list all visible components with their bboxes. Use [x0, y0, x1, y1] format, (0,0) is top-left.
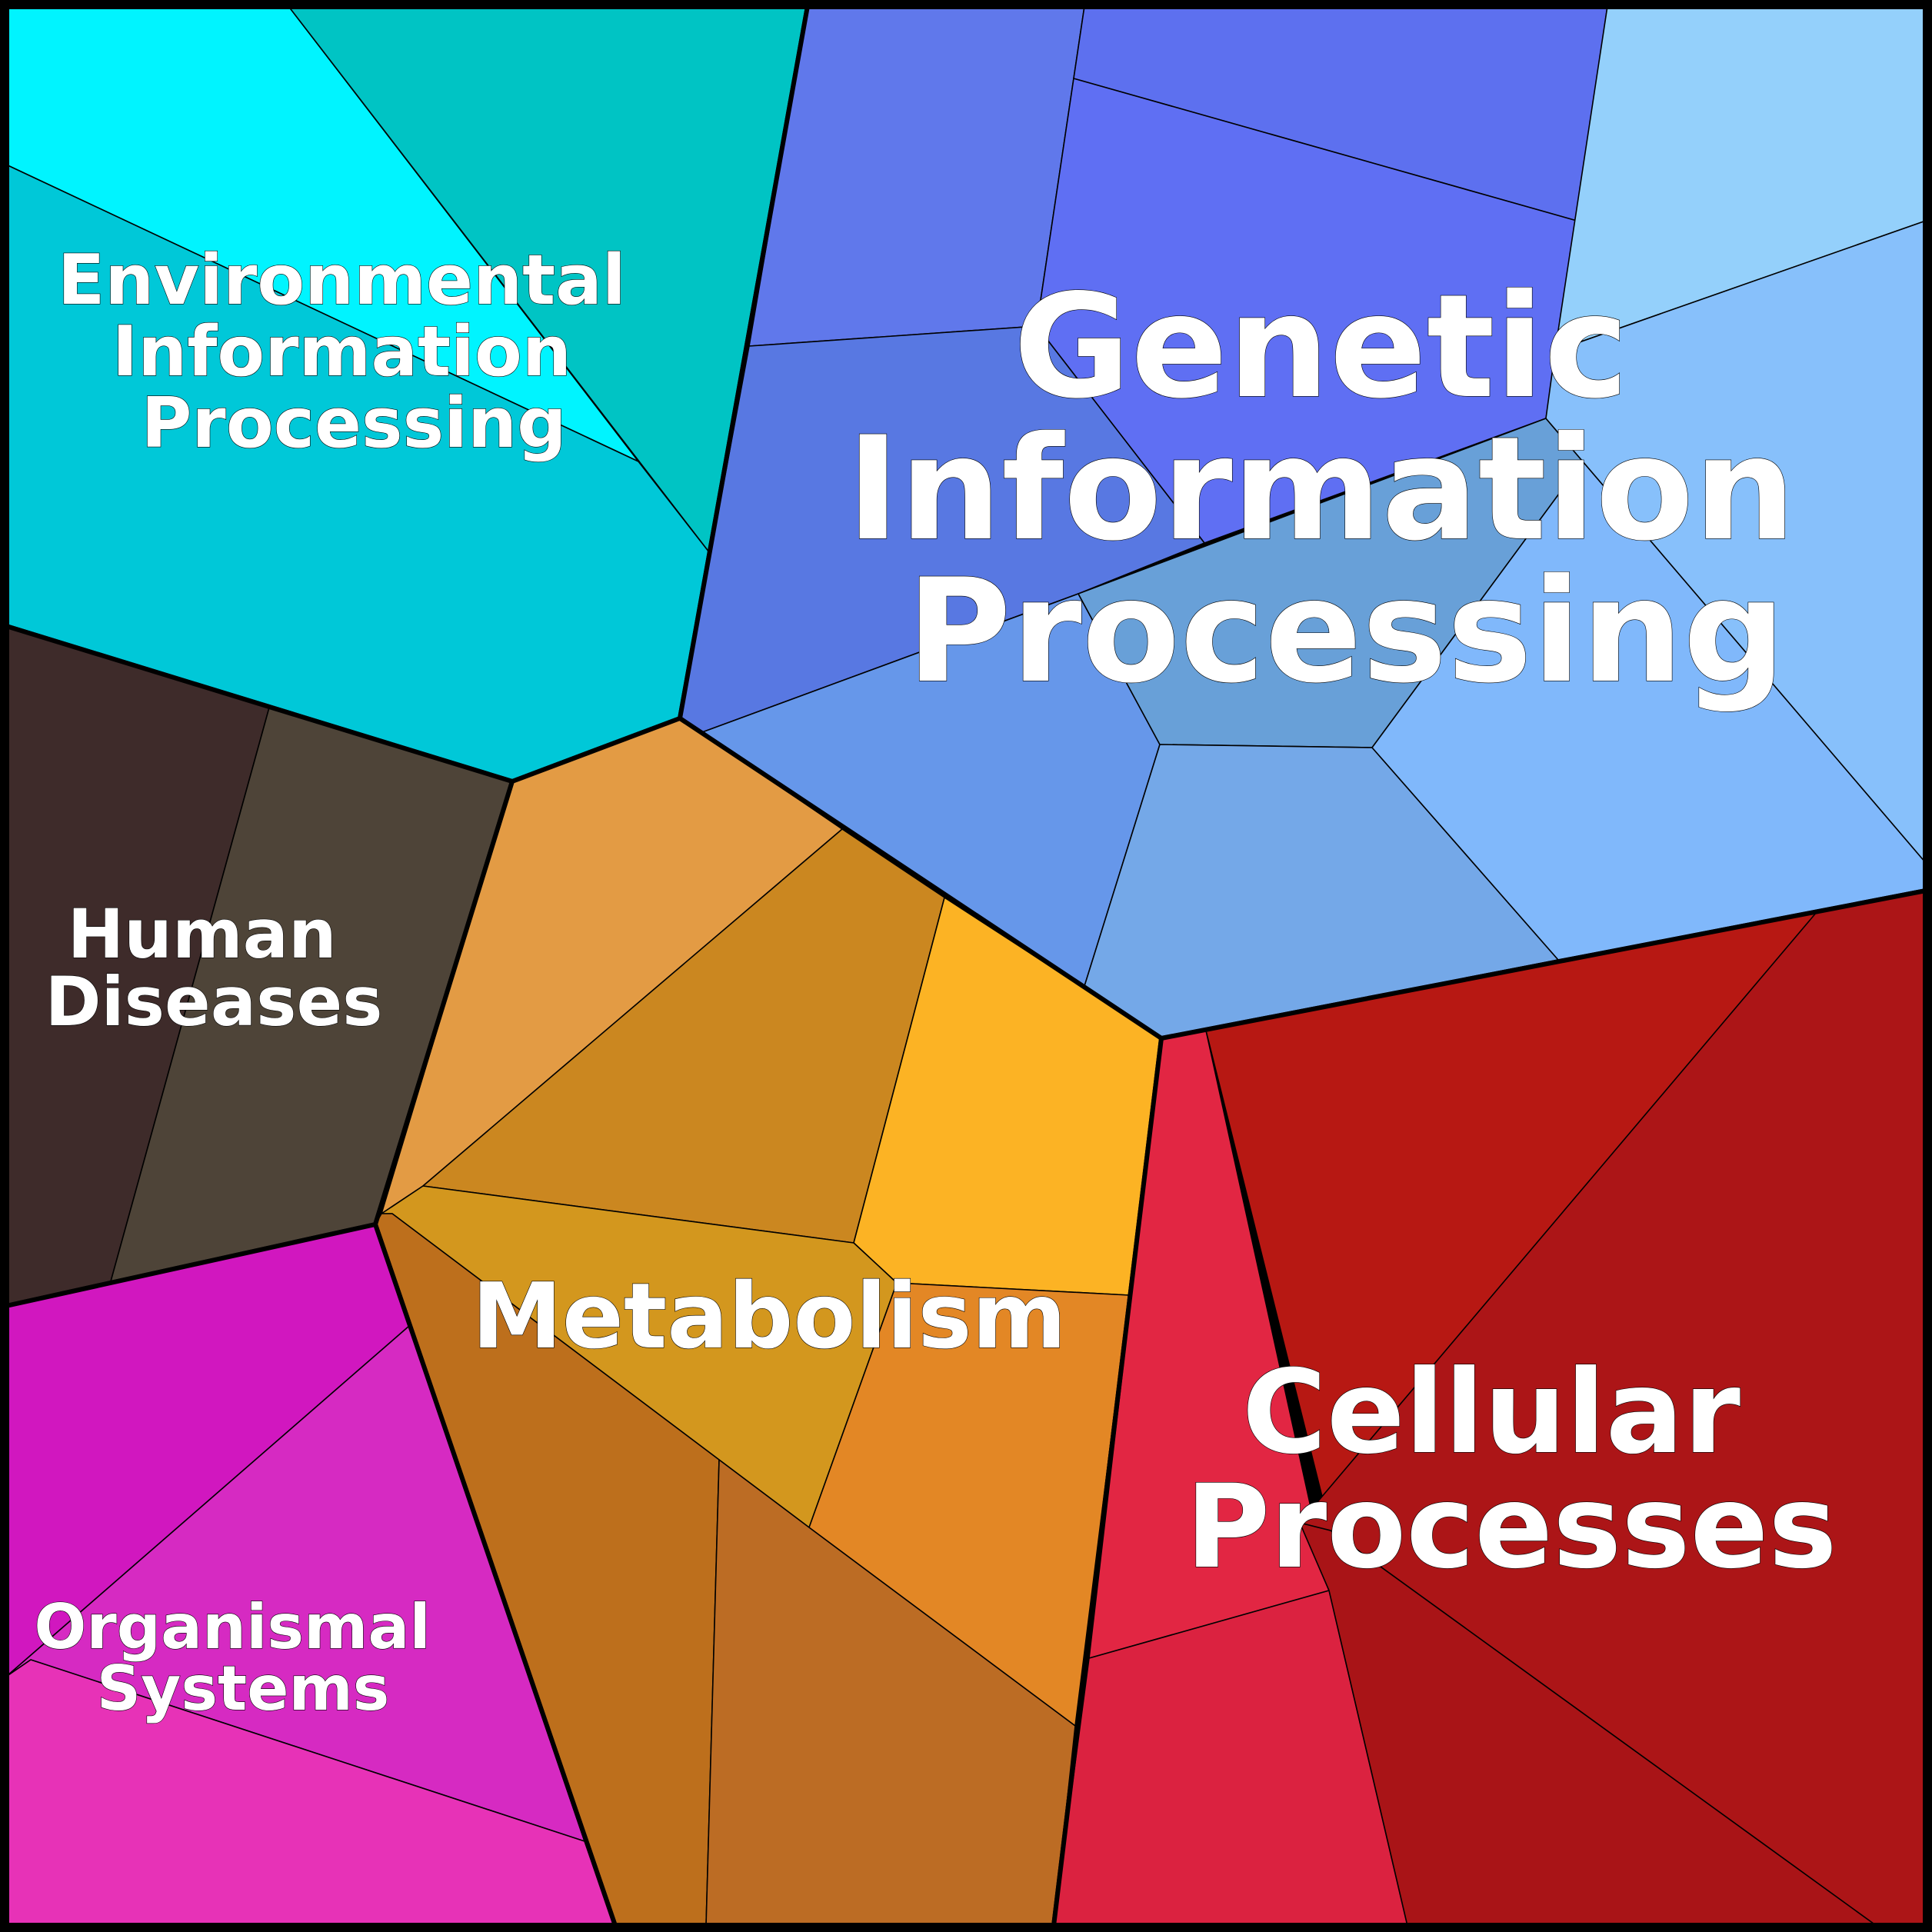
- label-cellular-processes: Cellular Processes: [1185, 1346, 1837, 1594]
- label-line: Systems: [97, 1653, 390, 1724]
- label-line: Human: [68, 894, 337, 974]
- label-line: Metabolism: [471, 1263, 1066, 1369]
- region-organismal-systems: [4, 1222, 618, 1928]
- region-cellular-processes: [1051, 888, 1928, 1928]
- label-line: Processing: [907, 548, 1786, 715]
- label-line: Diseases: [45, 962, 382, 1041]
- region-metabolism: [373, 716, 1164, 1928]
- cell-genetic-3: [1036, 78, 1577, 544]
- label-genetic-information-processing: Genetic Information Processing: [846, 263, 1845, 715]
- label-line: Genetic: [1013, 263, 1628, 430]
- label-line: Processes: [1185, 1461, 1837, 1594]
- label-organismal-systems: Organismal Systems: [34, 1591, 451, 1724]
- label-line: Information: [846, 405, 1795, 572]
- label-metabolism: Metabolism: [471, 1263, 1066, 1369]
- label-environmental-information-processing: Environmental Information Processing: [58, 240, 650, 464]
- label-line: Processing: [141, 383, 566, 464]
- region-environmental-information-processing: [4, 4, 810, 784]
- label-line: Organismal: [34, 1591, 430, 1663]
- label-line: Environmental: [58, 240, 626, 321]
- label-line: Information: [112, 311, 571, 392]
- label-line: Cellular: [1242, 1346, 1740, 1480]
- label-human-diseases: Human Diseases: [45, 894, 382, 1041]
- region-genetic-information-processing: [678, 4, 1928, 1041]
